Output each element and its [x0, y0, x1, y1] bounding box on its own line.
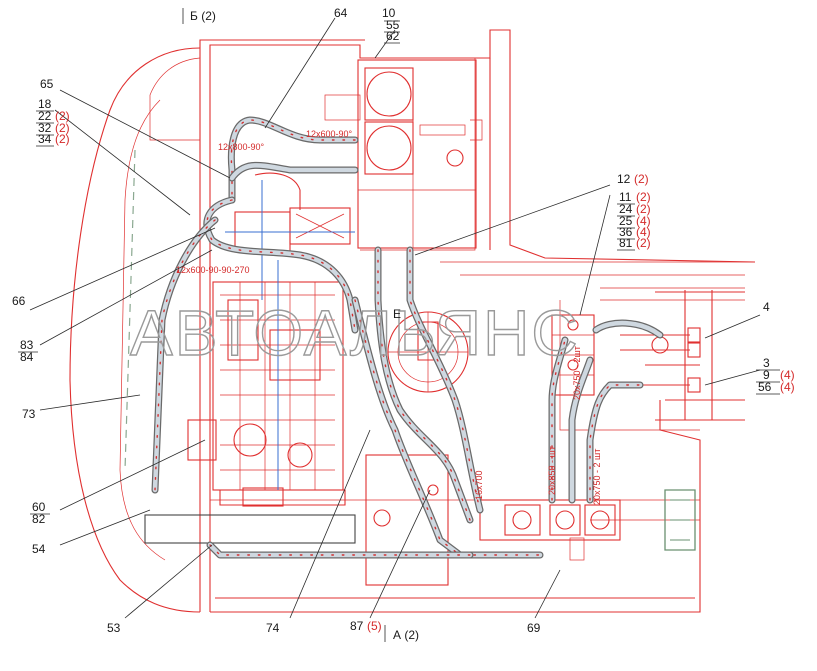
distributor-block [479, 499, 621, 561]
hose-mark-5: 20x750 - 2 шт [592, 449, 602, 505]
callout-87: 87 [350, 619, 364, 633]
callout-11: 11 [619, 190, 632, 204]
hose-mark-2: 12x600-90° [306, 129, 353, 139]
hose-mark-1: 12x800-90° [218, 142, 265, 152]
callout-11-qty: (2) [636, 190, 651, 204]
callout-56-qty: (4) [780, 380, 795, 394]
callout-55: 55 [386, 18, 400, 32]
callout-12-qty: (2) [634, 172, 649, 186]
hose-mark-6: 20x850 - шт [547, 446, 557, 495]
callout-84: 84 [20, 350, 34, 364]
callout-66: 66 [12, 294, 26, 308]
callout-81: 81 [619, 236, 633, 250]
callout-69: 69 [527, 621, 541, 635]
cab-contour [69, 47, 201, 613]
callout-12: 12 [617, 172, 631, 186]
callout-60: 60 [32, 500, 46, 514]
hose-mark-4: 16x700 [474, 470, 484, 500]
callout-25-qty: (4) [636, 214, 651, 228]
callout-81-qty: (2) [636, 236, 651, 250]
callout-34-qty: (2) [55, 132, 70, 146]
callout-64: 64 [334, 6, 348, 20]
leader-lines [29, 17, 761, 619]
callout-32-qty: (2) [55, 121, 70, 135]
callout-10: 10 [382, 6, 396, 20]
filter-assembly [225, 172, 355, 300]
callout-18: 18 [38, 97, 52, 111]
callout-9-qty: (4) [780, 368, 795, 382]
base-plates [144, 454, 449, 586]
bracket-outline [664, 489, 696, 551]
callout-32: 32 [38, 121, 52, 135]
watermark-text: АВТОАЛЬЯНС [130, 297, 580, 369]
detail-marker-e: E [393, 307, 401, 321]
callout-22-qty: (2) [55, 109, 70, 123]
callout-56: 56 [758, 380, 772, 394]
view-marker-bottom: А (2) [384, 625, 419, 642]
callout-9: 9 [763, 368, 770, 382]
callout-4: 4 [763, 300, 770, 314]
cab-frame-outline [199, 29, 756, 613]
callout-53: 53 [107, 621, 121, 635]
hose-mark-3: 12x600-90-90-270 [176, 265, 250, 275]
callout-3: 3 [763, 356, 770, 370]
callout-83: 83 [20, 338, 34, 352]
callout-82: 82 [32, 512, 46, 526]
hose-mark-7: 20x750 - 2шт [572, 346, 582, 400]
callout-87-qty: (5) [367, 619, 382, 633]
callout-25: 25 [619, 214, 633, 228]
callout-74: 74 [266, 621, 280, 635]
callout-54: 54 [32, 542, 46, 556]
callout-34: 34 [38, 132, 52, 146]
callout-73: 73 [22, 407, 36, 421]
callout-36: 36 [619, 225, 633, 239]
callout-65: 65 [40, 77, 54, 91]
hydraulic-tank [324, 59, 483, 249]
callout-24-qty: (2) [636, 202, 651, 216]
view-marker-top-label: Б (2) [190, 9, 216, 23]
engine-block [187, 260, 346, 507]
callout-22: 22 [38, 109, 52, 123]
callout-62: 62 [386, 29, 400, 43]
hose-routing [151, 116, 664, 559]
view-marker-top: Б (2) [182, 8, 216, 24]
callout-36-qty: (4) [636, 225, 651, 239]
callout-24: 24 [619, 202, 633, 216]
view-marker-bottom-label: А (2) [393, 628, 419, 642]
